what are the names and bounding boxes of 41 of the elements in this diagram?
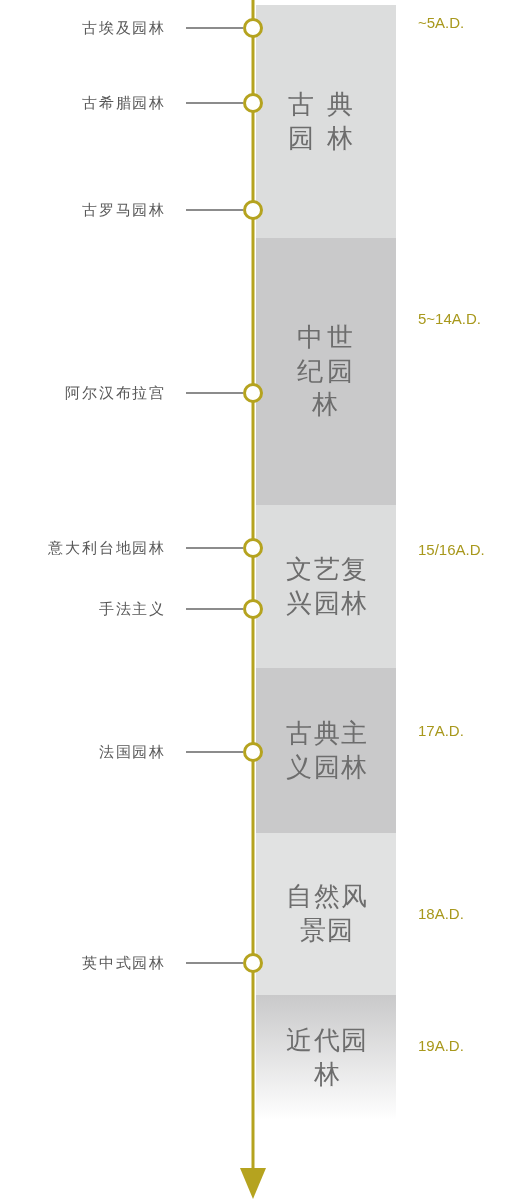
garden-label: 手法主义 <box>0 599 186 619</box>
leader-line <box>185 392 244 394</box>
garden-label: 阿尔汉布拉宫 <box>0 383 186 403</box>
era-name: 古典园林 <box>287 87 367 155</box>
era-band <box>256 505 396 668</box>
era-name: 近代园林 <box>285 1023 370 1091</box>
era-band <box>256 668 396 833</box>
era-name: 中世纪园林 <box>296 320 359 422</box>
date-label: 18A.D. <box>418 904 464 924</box>
leader-line <box>185 547 244 549</box>
garden-label: 古罗马园林 <box>0 200 186 220</box>
era-band <box>256 833 396 995</box>
leader-line <box>185 751 244 753</box>
garden-label: 法国园林 <box>0 742 186 762</box>
timeline-marker <box>243 953 263 973</box>
timeline-marker <box>243 383 263 403</box>
timeline-marker <box>243 599 263 619</box>
garden-label: 意大利台地园林 <box>0 538 186 558</box>
era-band <box>256 238 396 505</box>
era-name: 文艺复兴园林 <box>285 552 370 620</box>
timeline-marker <box>243 742 263 762</box>
leader-line <box>185 962 244 964</box>
garden-label: 英中式园林 <box>0 953 186 973</box>
era-name: 古典主义园林 <box>285 716 370 784</box>
timeline-marker <box>243 200 263 220</box>
date-label: ~5A.D. <box>418 13 465 33</box>
timeline-marker <box>243 18 263 38</box>
timeline-marker <box>243 93 263 113</box>
leader-line <box>185 27 244 29</box>
leader-line <box>185 102 244 104</box>
date-label: 5~14A.D. <box>418 309 481 329</box>
garden-label: 古希腊园林 <box>0 93 186 113</box>
date-label: 15/16A.D. <box>418 540 485 560</box>
leader-line <box>185 608 244 610</box>
leader-line <box>185 209 244 211</box>
garden-label: 古埃及园林 <box>0 18 186 38</box>
era-name: 自然风景园 <box>285 880 370 947</box>
date-label: 19A.D. <box>418 1036 464 1056</box>
date-label: 17A.D. <box>418 721 464 741</box>
era-band <box>256 5 396 238</box>
timeline-marker <box>243 538 263 558</box>
